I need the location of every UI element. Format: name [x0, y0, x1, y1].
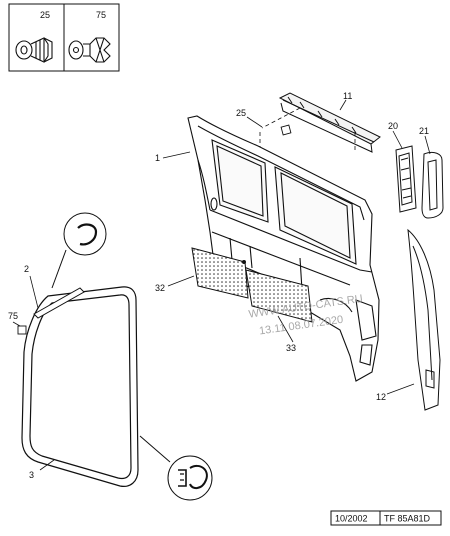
- legend-number-25: 25: [40, 10, 50, 20]
- seal-section-detail-bottom: [139, 435, 213, 501]
- window-trim-20: [395, 145, 417, 213]
- callout-12: 12: [376, 392, 386, 402]
- roof-trim-strip: [278, 92, 381, 153]
- callout-25: 25: [236, 108, 246, 118]
- callout-21: 21: [419, 126, 429, 136]
- seal-strip-2: [33, 287, 85, 319]
- push-pin-clip-icon: [15, 37, 53, 63]
- side-panel: [187, 115, 380, 382]
- callout-20: 20: [388, 121, 398, 131]
- callout-3: 3: [29, 470, 34, 480]
- footer-reference: 10/2002 TF 85A81D: [330, 510, 442, 526]
- rear-pillar-trim: [407, 228, 441, 411]
- insulation-panel-32: [191, 247, 249, 299]
- clip-marker-75: [17, 325, 27, 335]
- footer-code: TF 85A81D: [384, 514, 431, 524]
- callout-32: 32: [155, 283, 165, 293]
- window-trim-21: [421, 151, 444, 219]
- clip-marker-25: [280, 124, 292, 136]
- callout-33: 33: [286, 343, 296, 353]
- footer-date: 10/2002: [335, 514, 368, 524]
- callout-75: 75: [8, 311, 18, 321]
- callout-11: 11: [343, 91, 352, 101]
- legend-number-75: 75: [96, 10, 106, 20]
- callout-leaders: [12, 99, 431, 471]
- seal-section-detail-top: [51, 212, 107, 289]
- door-seal-3: [21, 286, 139, 487]
- callout-1: 1: [155, 153, 160, 163]
- fastener-legend: 25 75: [8, 3, 120, 72]
- callout-2: 2: [24, 264, 29, 274]
- insulation-panel-33: [245, 269, 313, 323]
- rivet-clip-icon: [68, 37, 111, 63]
